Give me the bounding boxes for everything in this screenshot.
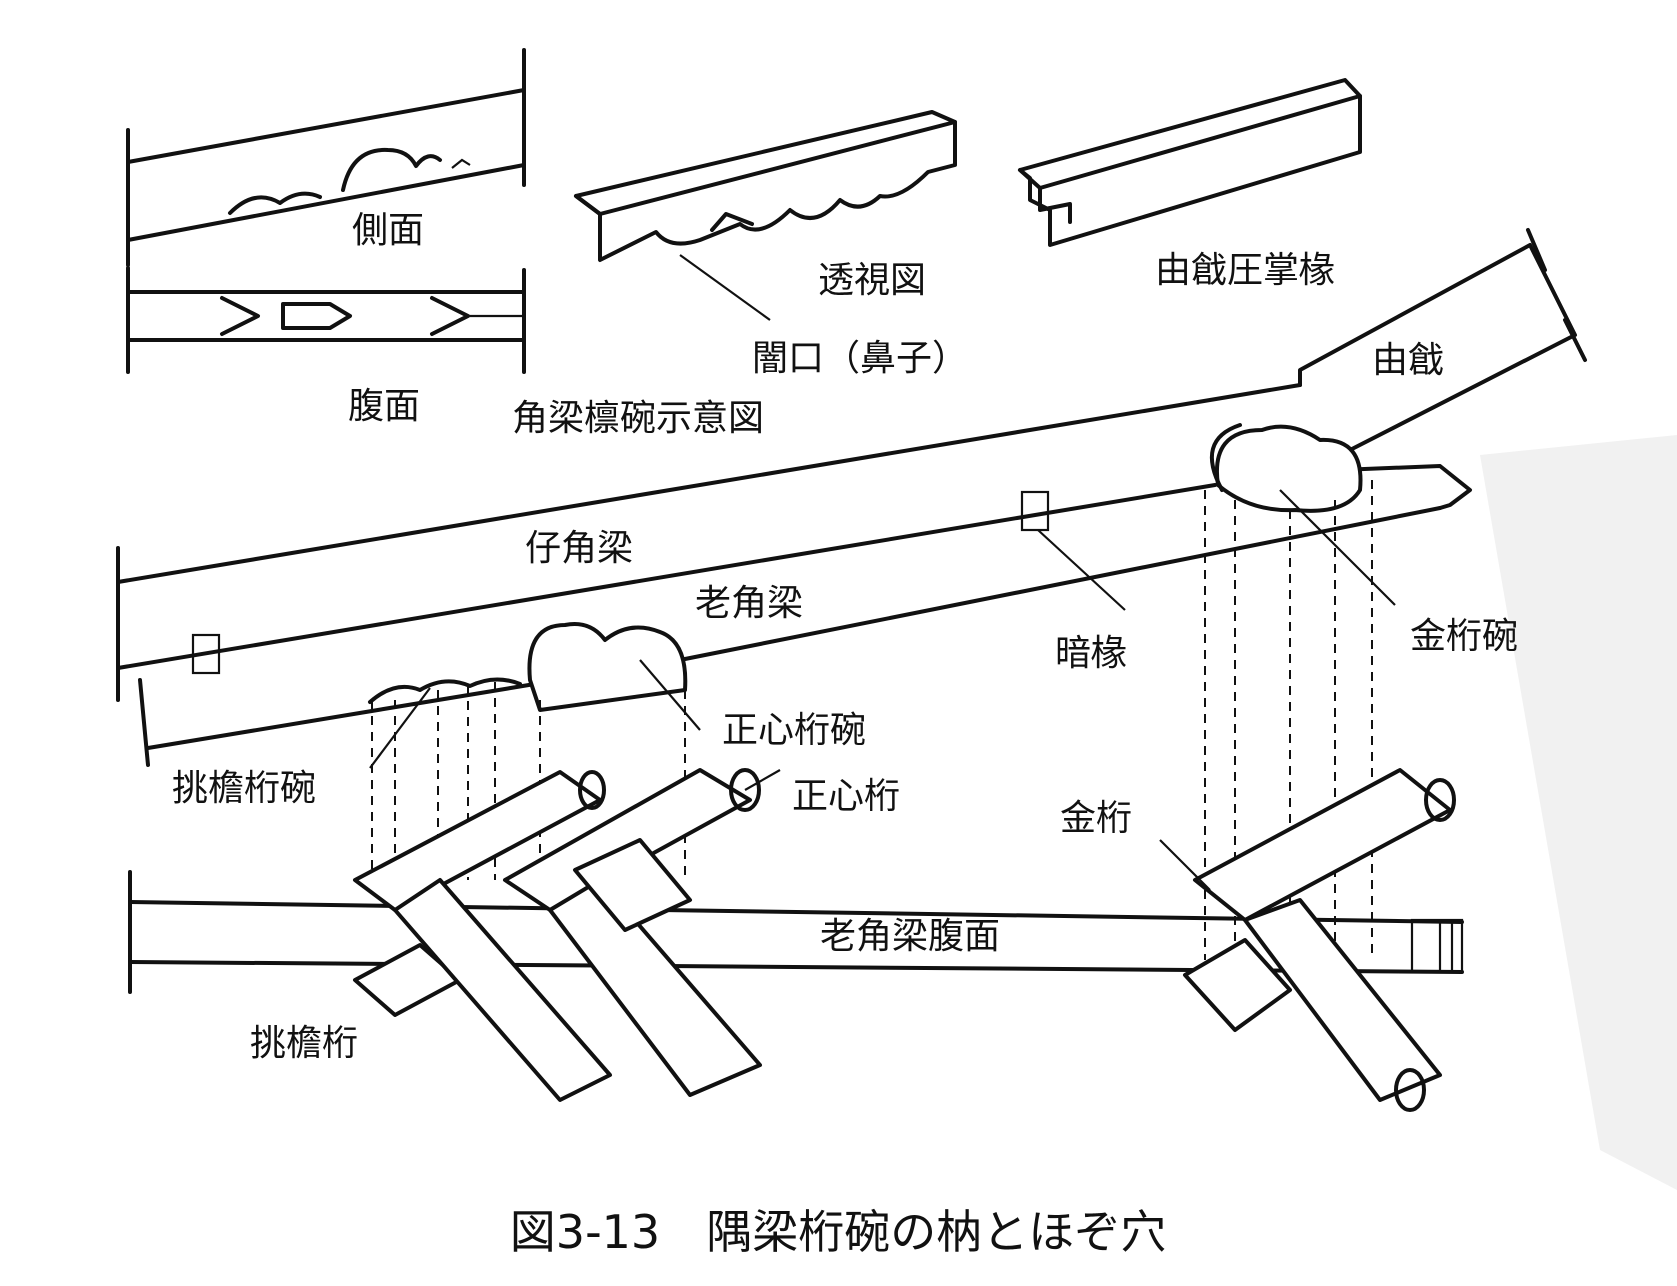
corner-beam-assembly — [116, 228, 1587, 767]
leader-tenon-opening — [679, 254, 771, 321]
eave-purlin-bowl-drawing — [368, 677, 522, 769]
label-hidden-rafter: 暗椽 — [1055, 633, 1127, 674]
leader-center-purlin — [744, 769, 781, 791]
label-youjian: 由戧 — [1372, 340, 1444, 381]
label-center-purlin: 正心桁 — [792, 776, 900, 817]
side-view-drawing — [126, 48, 526, 267]
center-purlin-bowl-drawing — [527, 622, 701, 731]
center-purlin-drawing — [503, 768, 762, 1097]
gold-purlin-bowl-drawing — [1209, 423, 1396, 606]
label-youjian-rafter: 由戧圧掌椽 — [1155, 250, 1335, 291]
label-center-purlin-bowl: 正心桁碗 — [722, 710, 866, 751]
label-eave-purlin: 挑檐桁 — [250, 1023, 358, 1064]
gold-purlin-drawing — [1183, 768, 1456, 1112]
label-diagram-title: 角梁檩碗示意図 — [512, 398, 764, 439]
youjian-rafter-drawing — [1018, 78, 1362, 247]
label-tenon-opening: 闇口（鼻子） — [752, 338, 968, 379]
label-old-corner-beam-bottom: 老角梁腹面 — [820, 916, 1000, 957]
watermark-shape — [1480, 435, 1677, 1190]
perspective-block-drawing — [574, 110, 957, 262]
label-old-corner-beam: 老角梁 — [695, 583, 803, 624]
bottom-view-drawing — [126, 266, 526, 374]
leader-gold-purlin — [1159, 839, 1211, 891]
label-side-view: 側面 — [352, 210, 424, 251]
label-gold-purlin: 金桁 — [1060, 798, 1132, 839]
label-perspective-view: 透視図 — [818, 260, 926, 301]
label-child-corner-beam: 仔角梁 — [525, 528, 633, 569]
label-eave-purlin-bowl: 挑檐桁碗 — [172, 768, 316, 809]
figure-caption: 図3-13 隅梁桁碗の枘とほぞ穴 — [510, 1205, 1166, 1259]
label-gold-purlin-bowl: 金桁碗 — [1410, 616, 1518, 657]
label-bottom-view: 腹面 — [348, 386, 420, 427]
eave-purlin-drawing — [353, 770, 612, 1102]
